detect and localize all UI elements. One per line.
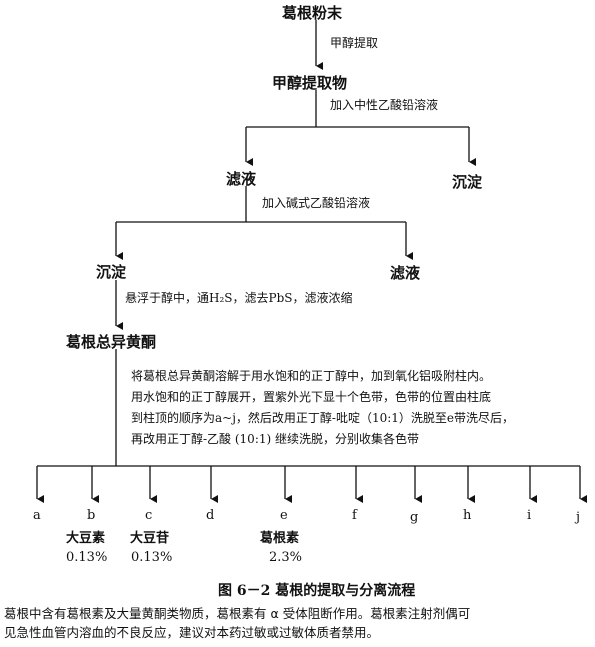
node-total-isoflavone: 葛根总异黄酮: [66, 333, 157, 351]
node-precipitate-2: 沉淀: [96, 263, 127, 281]
percent-puerarin: 2.3%: [269, 550, 303, 565]
step-methanol-extraction: 甲醇提取: [330, 36, 379, 50]
node-precipitate-1: 沉淀: [452, 173, 483, 191]
note-line-1: 葛根中含有葛根素及大量黄酮类物质，葛根素有 α 受体阻断作用。葛根素注射剂偶可: [4, 606, 471, 621]
node-filtrate-2: 滤液: [390, 264, 421, 282]
band-f: f: [352, 508, 357, 523]
column-text-line-3: 到柱顶的顺序为a~j，然后改用正丁醇-吡啶（10:1）洗脱至e带洗尽后，: [131, 411, 515, 425]
node-methanol-extract: 甲醇提取物: [272, 74, 348, 92]
node-filtrate-1: 滤液: [226, 170, 257, 188]
band-b: b: [87, 508, 96, 523]
band-h: h: [463, 508, 472, 523]
column-text-line-1: 将葛根总异黄酮溶解于用水饱和的正丁醇中，加到氧化铝吸附柱内。: [131, 369, 492, 383]
percent-daidzin: 0.13%: [131, 550, 173, 565]
column-text-line-2: 用水饱和的正丁醇展开，置紫外光下显十个色带，色带的位置由柱底: [131, 390, 492, 404]
band-c: c: [145, 508, 153, 523]
compound-daidzin: 大豆苷: [130, 531, 170, 546]
band-a: a: [33, 508, 41, 523]
column-text-line-4: 再改用正丁醇-乙酸 (10:1) 继续洗脱，分别收集各色带: [131, 432, 419, 446]
step-neutral-lead-acetate: 加入中性乙酸铅溶液: [330, 98, 439, 112]
figure-caption: 图 6－2 葛根的提取与分离流程: [218, 583, 416, 599]
band-g: g: [410, 510, 419, 525]
step-basic-lead-acetate: 加入碱式乙酸铅溶液: [262, 196, 371, 210]
step-h2s-treatment: 悬浮于醇中，通H₂S，滤去PbS，滤液浓缩: [125, 291, 353, 305]
node-start: 葛根粉末: [282, 4, 343, 22]
band-j: j: [576, 510, 581, 525]
note-line-2: 见急性血管内溶血的不良反应，建议对本药过敏或过敏体质者禁用。: [4, 625, 380, 640]
compound-daidzein: 大豆素: [66, 531, 106, 546]
band-d: d: [206, 508, 215, 523]
band-e: e: [280, 508, 288, 523]
percent-daidzein: 0.13%: [66, 550, 108, 565]
band-i: i: [527, 508, 532, 523]
compound-puerarin: 葛根素: [260, 531, 300, 546]
